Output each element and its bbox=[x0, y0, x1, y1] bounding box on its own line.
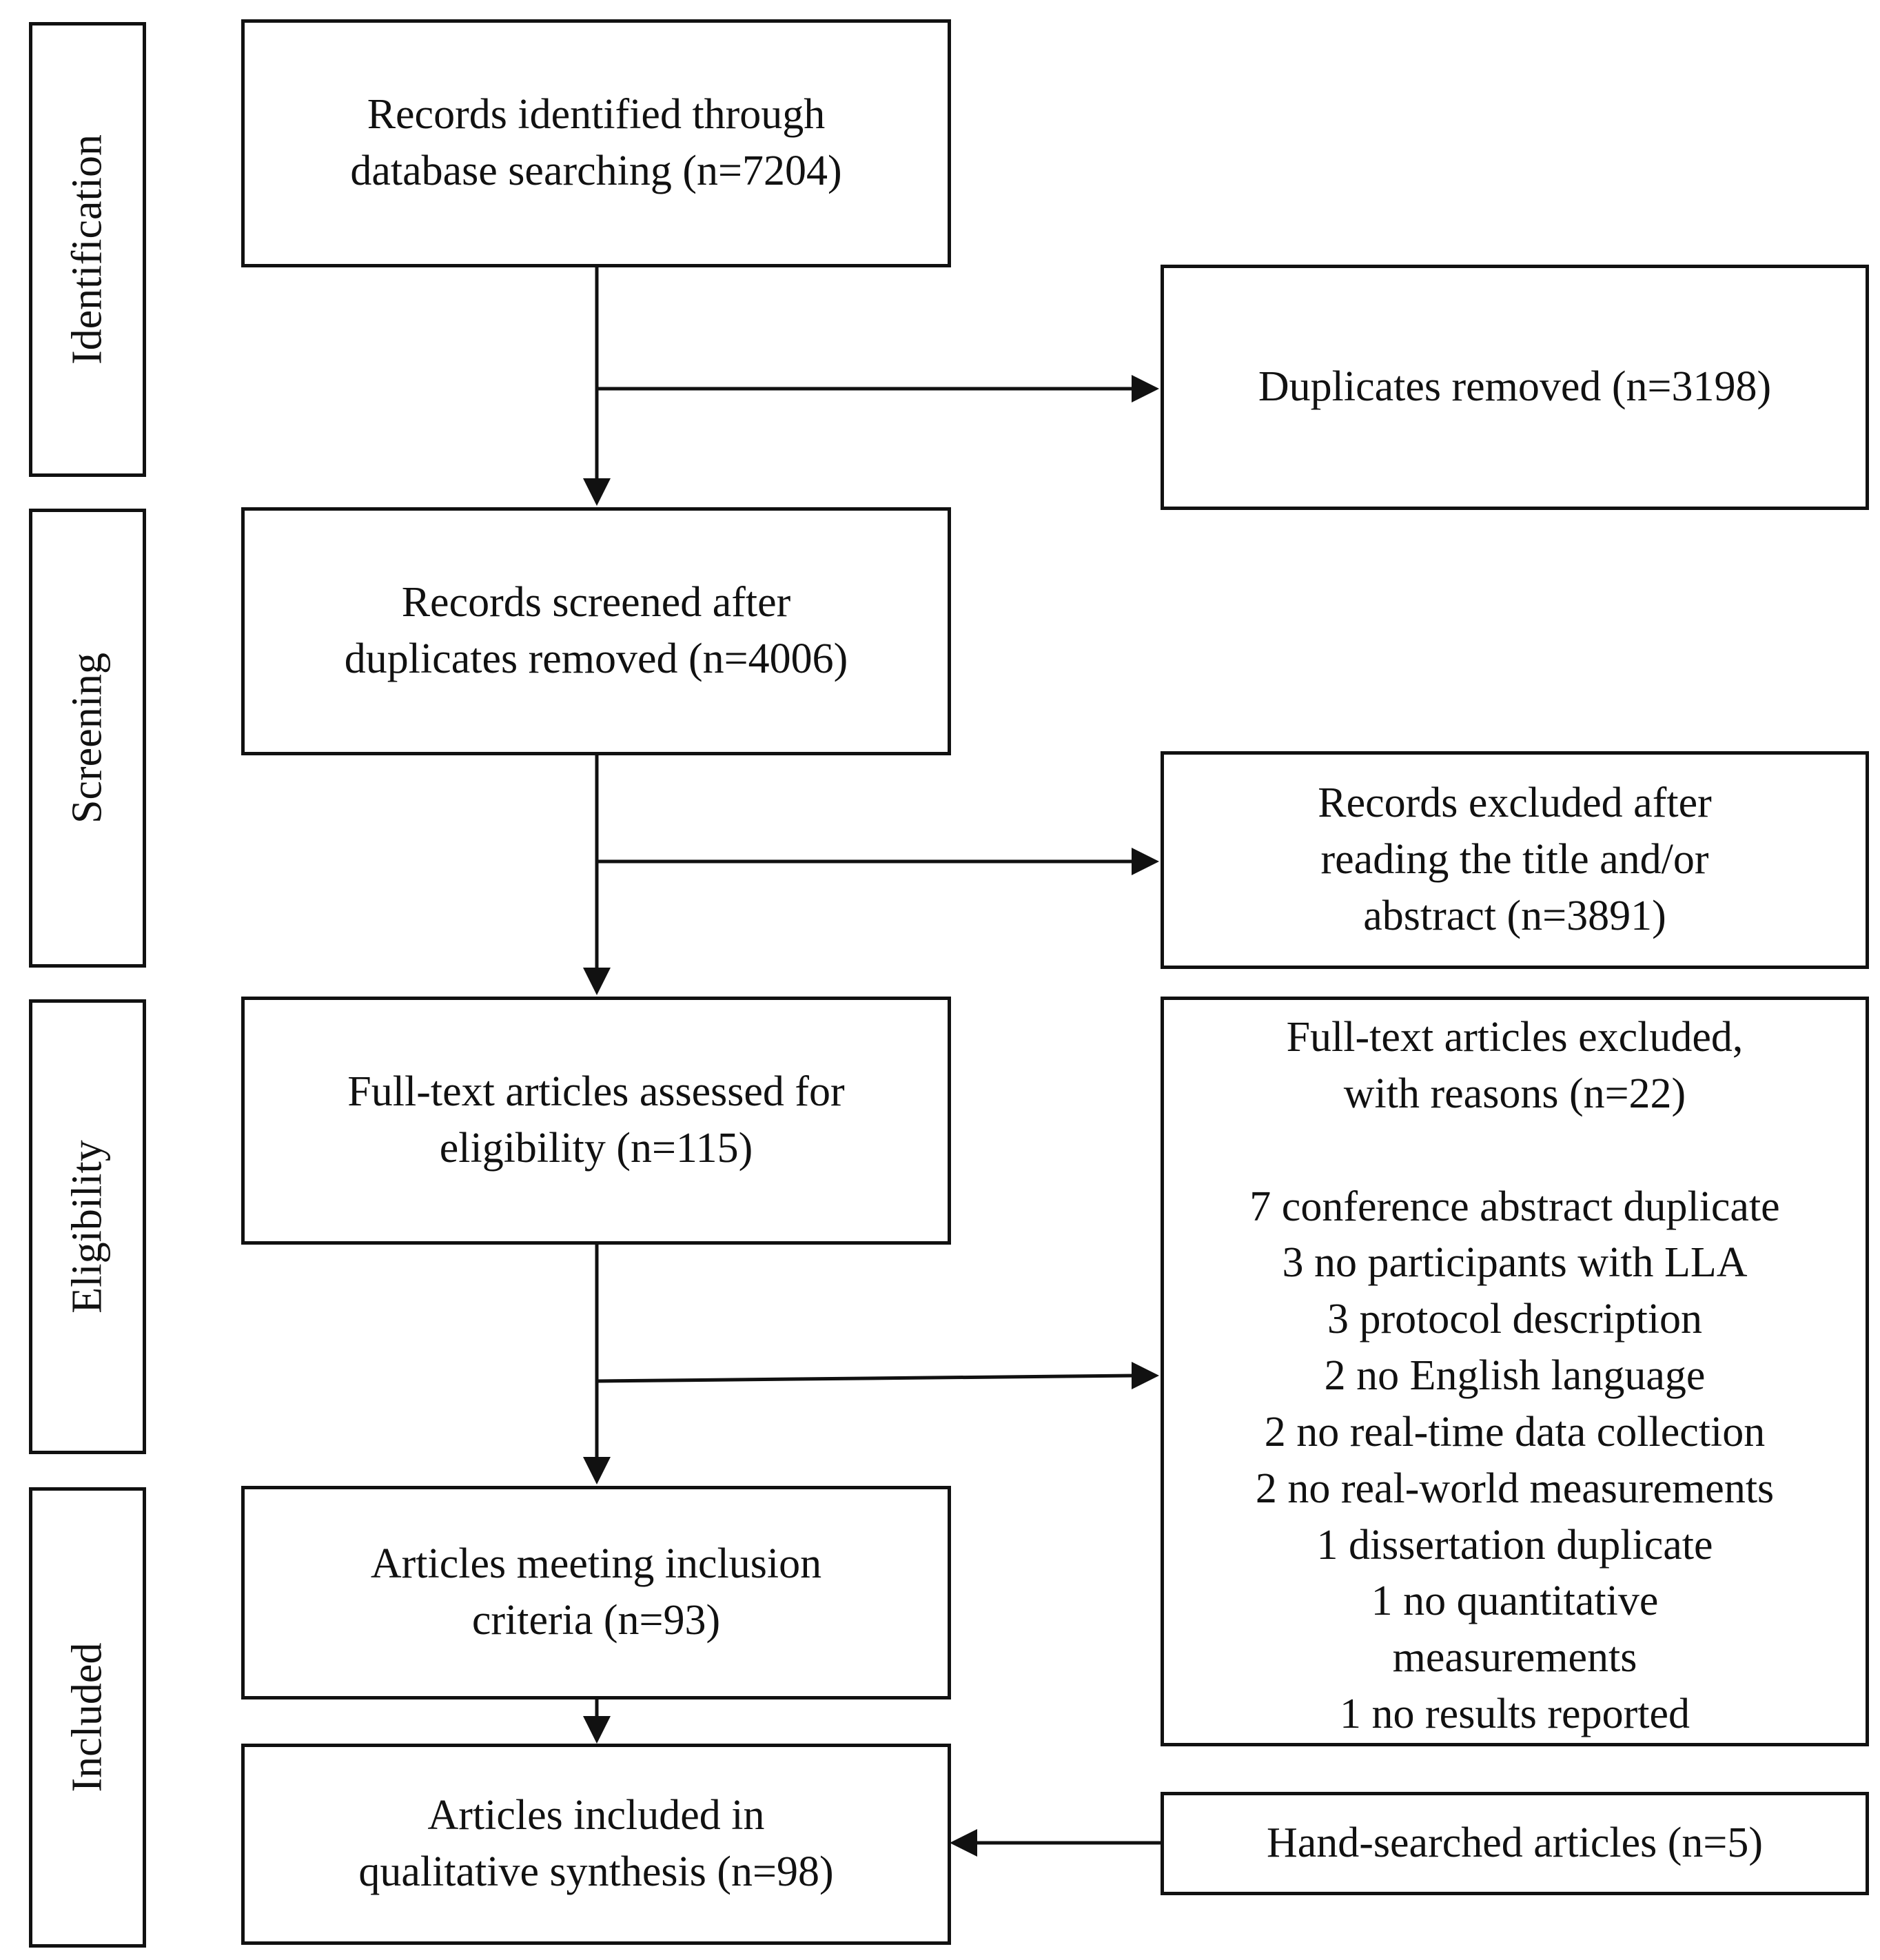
stage-identification: Identification bbox=[29, 22, 146, 477]
exclusion-reason: 7 conference abstract duplicate bbox=[1249, 1183, 1780, 1230]
box-articles-included-line-1: Articles included in bbox=[427, 1792, 765, 1839]
exclusion-reason: 2 no English language bbox=[1324, 1352, 1706, 1400]
box-duplicates-removed-line-1: Duplicates removed (n=3198) bbox=[1258, 363, 1772, 411]
box-hand-searched: Hand-searched articles (n=5) bbox=[1161, 1792, 1869, 1895]
exclusion-reason: 2 no real-world measurements bbox=[1255, 1464, 1775, 1512]
box-articles-included-line-2: qualitative synthesis (n=98) bbox=[358, 1848, 834, 1895]
box-fulltext-excluded: Full-text articles excluded, with reason… bbox=[1161, 997, 1869, 1746]
exclusion-reason: 2 no real-time data collection bbox=[1264, 1408, 1766, 1456]
box-fulltext-assessed-line-2: eligibility (n=115) bbox=[439, 1125, 753, 1172]
arrow-to-fulltext-excluded bbox=[596, 1374, 1136, 1383]
box-records-screened-line-1: Records screened after bbox=[401, 579, 791, 626]
exclusion-reason: 1 no quantitative bbox=[1371, 1578, 1659, 1625]
exclusion-reason: measurements bbox=[1392, 1634, 1637, 1682]
box-records-screened: Records screened after duplicates remove… bbox=[241, 507, 951, 755]
box-records-excluded-line-3: abstract (n=3891) bbox=[1363, 892, 1666, 939]
box-records-identified-line-2: database searching (n=7204) bbox=[350, 147, 842, 194]
box-duplicates-removed: Duplicates removed (n=3198) bbox=[1161, 265, 1869, 510]
box-records-excluded-line-2: reading the title and/or bbox=[1320, 836, 1709, 884]
box-articles-meeting-line-2: criteria (n=93) bbox=[471, 1597, 721, 1644]
stage-eligibility: Eligibility bbox=[29, 999, 146, 1454]
box-records-screened-line-2: duplicates removed (n=4006) bbox=[344, 635, 848, 682]
box-fulltext-excluded-header-2: with reasons (n=22) bbox=[1343, 1070, 1686, 1117]
stage-screening: Screening bbox=[29, 509, 146, 968]
exclusion-reason: 3 no participants with LLA bbox=[1282, 1239, 1748, 1287]
stage-included: Included bbox=[29, 1487, 146, 1948]
box-records-excluded: Records excluded after reading the title… bbox=[1161, 751, 1869, 969]
exclusion-reason: 1 no results reported bbox=[1340, 1691, 1690, 1738]
box-fulltext-assessed: Full-text articles assessed for eligibil… bbox=[241, 997, 951, 1245]
box-records-identified-line-1: Records identified through bbox=[367, 91, 826, 139]
box-articles-included: Articles included in qualitative synthes… bbox=[241, 1744, 951, 1945]
box-hand-searched-line-1: Hand-searched articles (n=5) bbox=[1266, 1819, 1764, 1867]
box-records-identified: Records identified through database sear… bbox=[241, 19, 951, 267]
box-records-excluded-line-1: Records excluded after bbox=[1318, 779, 1712, 827]
box-articles-meeting-criteria: Articles meeting inclusion criteria (n=9… bbox=[241, 1486, 951, 1699]
box-fulltext-excluded-header-1: Full-text articles excluded, bbox=[1286, 1014, 1744, 1061]
box-articles-meeting-line-1: Articles meeting inclusion bbox=[370, 1540, 822, 1588]
box-fulltext-assessed-line-1: Full-text articles assessed for bbox=[347, 1068, 845, 1116]
exclusion-reason: 1 dissertation duplicate bbox=[1316, 1521, 1713, 1569]
exclusion-reason: 3 protocol description bbox=[1327, 1296, 1703, 1343]
